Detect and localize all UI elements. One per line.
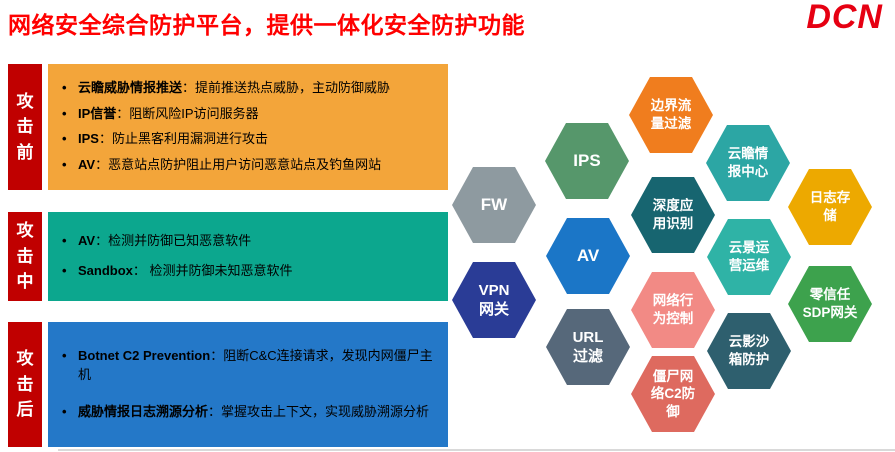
hex-label: 网关 [478,301,509,318]
bullet-dot [62,347,78,385]
hex-label: 边界流 [650,98,692,114]
list-item-text: IPS：防止黑客利用漏洞进行攻击 [78,131,268,147]
hex-label: 箱防护 [728,352,770,367]
phase-during-label: 攻击中 [8,212,42,301]
phase-before-content: 云瞻威胁情报推送：提前推送热点威胁，主动防御威胁 IP信誉：阻断风险IP访问服务… [48,64,448,190]
bullet-dot [62,262,78,281]
hex-label: 日志存 [809,190,851,206]
hex-label: 用识别 [652,216,694,231]
phase-label-text: 攻击后 [16,349,34,420]
list-item-text: 云瞻威胁情报推送：提前推送热点威胁，主动防御威胁 [78,79,391,95]
hex-label: FW [480,194,508,214]
hex-label: SDP网关 [802,305,858,320]
bullet-dot [62,130,78,149]
hex-label: URL [572,328,604,346]
hex-label: AV [576,245,600,265]
list-item: Botnet C2 Prevention：阻断C&C连接请求，发现内网僵尸主机 [62,347,436,385]
list-item: IP信誉：阻断风险IP访问服务器 [62,105,436,124]
hex-network-behavior-control: 网络行 为控制 [631,272,715,348]
hex-label: IPS [573,150,601,170]
hex-botnet-c2-defense: 僵尸网 络C2防 御 [631,356,715,432]
list-item: 云瞻威胁情报推送：提前推送热点威胁，主动防御威胁 [62,79,436,98]
hex-label: 僵尸网 [652,368,694,384]
list-item-text: Sandbox： 检测并防御未知恶意软件 [78,263,293,279]
phase-label-text: 攻击前 [16,91,34,162]
hex-label: VPN [478,281,510,299]
hex-label: 云影沙 [728,334,770,350]
hex-label: 营运维 [728,258,770,273]
hex-cloud-intel-center: 云瞻情 报中心 [706,125,790,201]
list-item-text: AV：检测并防御已知恶意软件 [78,232,252,248]
phase-after-label: 攻击后 [8,322,42,447]
hex-deep-app-identification: 深度应 用识别 [631,177,715,253]
hex-vpn-gateway: VPN 网关 [452,262,536,338]
hex-cloud-ops: 云景运 营运维 [707,219,791,295]
hex-label: 量过滤 [650,116,692,131]
hex-label: 为控制 [652,311,694,326]
list-item: AV：恶意站点防护阻止用户访问恶意站点及钓鱼网站 [62,156,436,175]
list-item-text: 威胁情报日志溯源分析：掌握攻击上下文，实现威胁溯源分析 [78,403,430,419]
list-item: AV：检测并防御已知恶意软件 [62,232,436,251]
bullet-dot [62,79,78,98]
list-item-text: AV：恶意站点防护阻止用户访问恶意站点及钓鱼网站 [78,157,382,173]
phase-during-attack: 攻击中 AV：检测并防御已知恶意软件 Sandbox： 检测并防御未知恶意软件 [8,212,448,301]
hex-label: 御 [666,403,680,419]
list-item: Sandbox： 检测并防御未知恶意软件 [62,262,436,281]
phase-after-content: Botnet C2 Prevention：阻断C&C连接请求，发现内网僵尸主机 … [48,322,448,447]
phase-during-content: AV：检测并防御已知恶意软件 Sandbox： 检测并防御未知恶意软件 [48,212,448,301]
list-item-text: IP信誉：阻断风险IP访问服务器 [78,105,259,121]
phase-before-attack: 攻击前 云瞻威胁情报推送：提前推送热点威胁，主动防御威胁 IP信誉：阻断风险IP… [8,64,448,190]
hex-log-storage: 日志存 储 [788,169,872,245]
dcn-logo: DCN [806,0,883,36]
hex-label: 过滤 [572,348,603,365]
hex-av: AV [546,218,630,294]
list-item-text: Botnet C2 Prevention：阻断C&C连接请求，发现内网僵尸主机 [78,348,433,383]
hex-label: 云瞻情 [727,146,769,162]
bullet-dot [62,105,78,124]
hex-label: 网络行 [652,293,694,309]
hex-label: 云景运 [728,240,770,256]
bullet-dot [62,232,78,251]
hex-label: 储 [823,208,837,223]
phase-after-attack: 攻击后 Botnet C2 Prevention：阻断C&C连接请求，发现内网僵… [8,322,448,447]
hex-label: 络C2防 [650,386,696,402]
hex-boundary-traffic-filter: 边界流 量过滤 [629,77,713,153]
page-title: 网络安全综合防护平台，提供一体化安全防护功能 [8,12,525,38]
hex-fw: FW [452,167,536,243]
hex-ips: IPS [545,123,629,199]
hex-label: 报中心 [727,164,769,179]
footer-divider [58,449,895,451]
bullet-dot [62,403,78,422]
phase-label-text: 攻击中 [16,221,34,292]
hex-zero-trust-sdp-gateway: 零信任 SDP网关 [788,266,872,342]
hex-cloud-sandbox-protection: 云影沙 箱防护 [707,313,791,389]
list-item: 威胁情报日志溯源分析：掌握攻击上下文，实现威胁溯源分析 [62,403,436,422]
hex-label: 零信任 [809,287,851,303]
phase-before-label: 攻击前 [8,64,42,190]
hex-url-filter: URL 过滤 [546,309,630,385]
list-item: IPS：防止黑客利用漏洞进行攻击 [62,130,436,149]
bullet-dot [62,156,78,175]
hex-label: 深度应 [652,198,694,214]
